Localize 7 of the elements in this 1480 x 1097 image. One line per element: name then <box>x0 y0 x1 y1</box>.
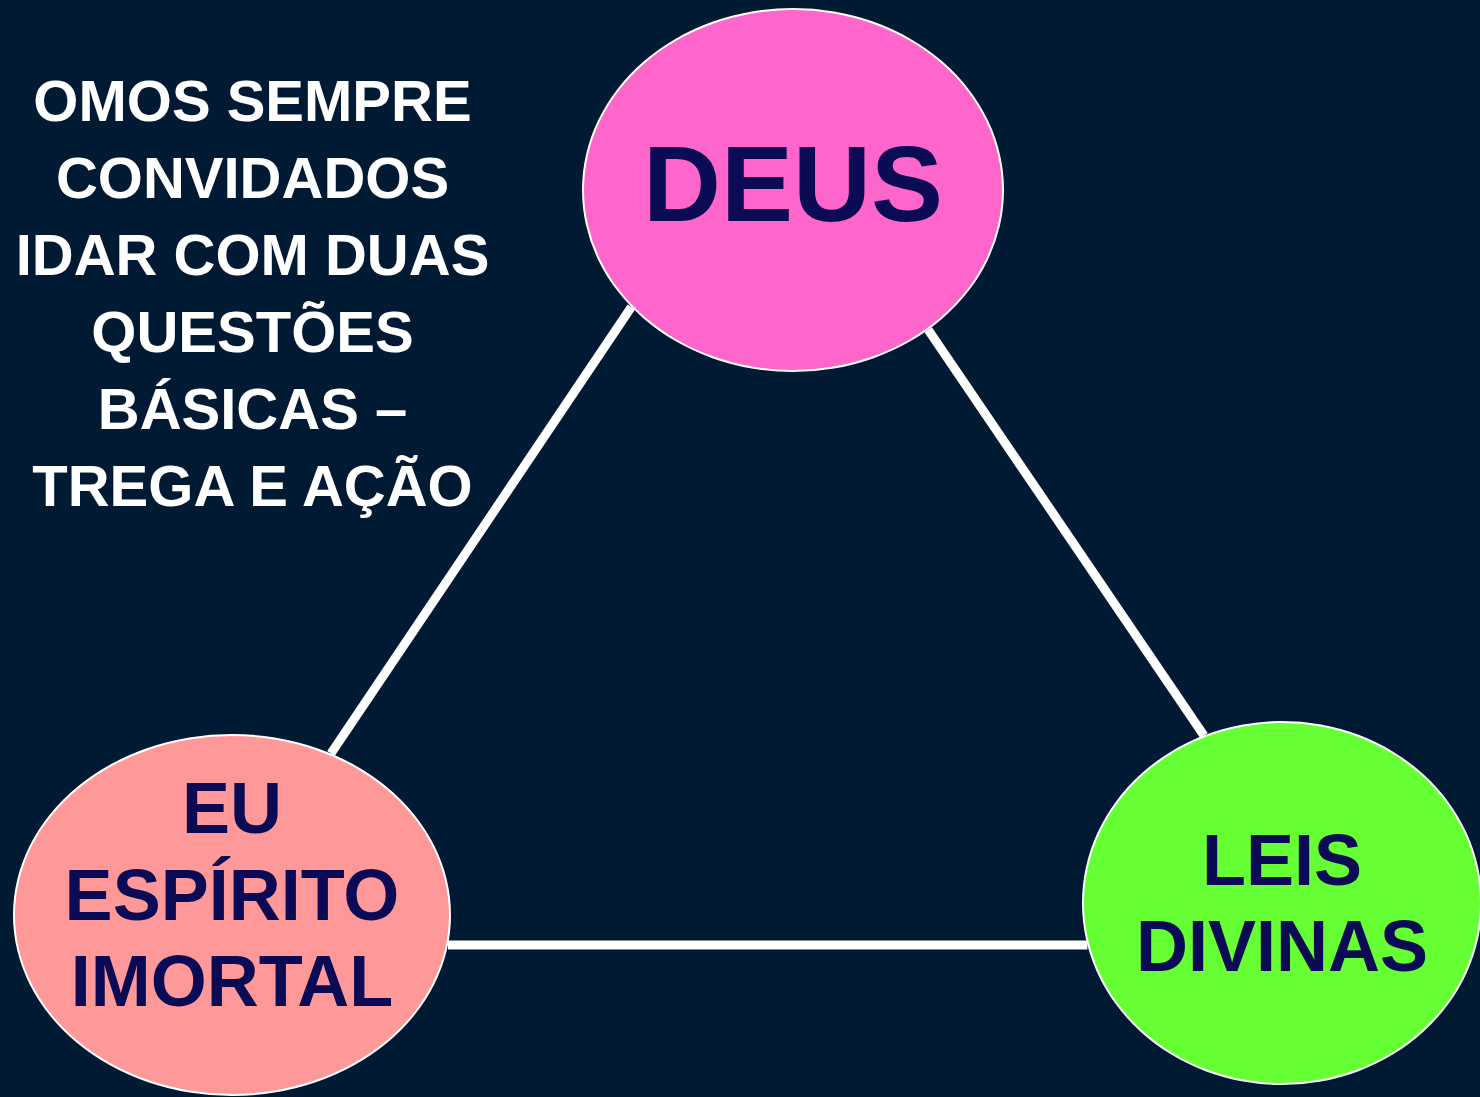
note-text: OMOS SEMPRE CONVIDADOS IDAR COM DUAS QUESTÕES BÁSICAS – TREGA E AÇÃO <box>14 67 491 520</box>
connector-line <box>924 327 1208 738</box>
connector-line <box>447 940 1088 950</box>
connector-line <box>327 304 636 757</box>
node-label: LEIS DIVINAS <box>1134 818 1429 988</box>
node-label: EU ESPÍRITO IMORTAL <box>63 767 401 1024</box>
node-label: DEUS <box>641 122 945 247</box>
